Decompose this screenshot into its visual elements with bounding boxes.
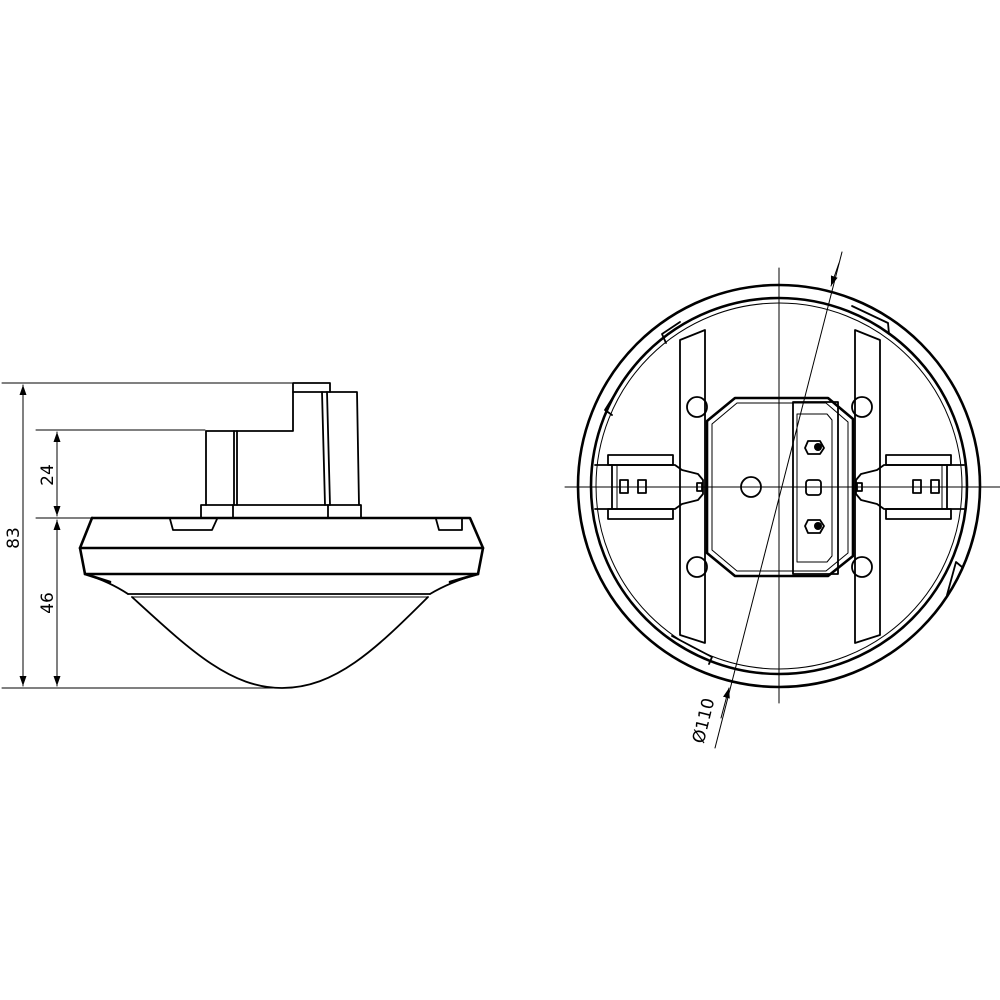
sensor-body [78,516,485,689]
dimension-label-83: 83 [4,527,24,549]
terminal-housing [705,396,855,578]
mounting-hole-icon [686,396,708,418]
outer-rim [576,283,982,689]
dimension-total-height: 83 [4,384,27,687]
mounting-holes [686,396,873,578]
mounting-hole-icon [851,396,873,418]
mounting-rails [679,329,881,644]
terminal-screws [804,440,825,534]
right-clamp [855,454,965,520]
side-view: 83 24 46 [1,382,485,689]
center-hole-icon [740,476,762,498]
dimension-socket-height: 24 [38,431,61,517]
top-view: Ø110 [564,251,1000,749]
dimension-body-height: 46 [38,519,61,687]
dimension-label-24: 24 [38,464,58,486]
socket-housing [200,382,362,519]
dimension-label-diameter: Ø110 [689,696,719,745]
mounting-hole-icon [686,556,708,578]
left-clamp [594,454,704,520]
extension-lines [1,382,293,689]
dimension-label-46: 46 [38,592,58,614]
mounting-hole-icon [851,556,873,578]
